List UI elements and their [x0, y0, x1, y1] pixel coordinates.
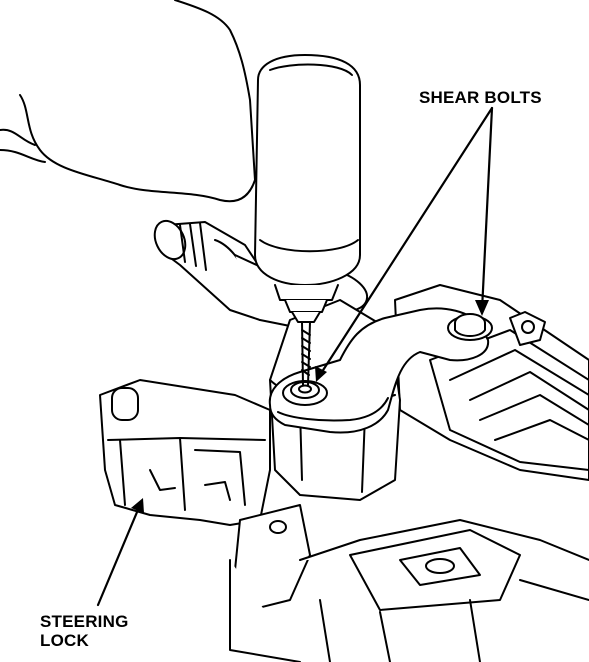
- leader-lines: [96, 106, 494, 607]
- steering-lock-label: STEERING LOCK: [40, 612, 129, 650]
- hand-drill-icon: [254, 54, 361, 323]
- clamp-bracket: [268, 307, 490, 434]
- shear-bolt-icon: [282, 380, 328, 406]
- drill-bit-icon: [301, 321, 311, 386]
- arrowheads: [131, 300, 489, 513]
- lower-mount: [229, 504, 589, 662]
- hand-icon: [0, 0, 256, 203]
- steering-lock-label-line2: LOCK: [40, 631, 89, 650]
- steering-lock-bracket: [99, 379, 271, 526]
- shear-bolt-icon: [447, 313, 493, 341]
- shear-bolts-label: SHEAR BOLTS: [419, 88, 542, 107]
- steering-lock-label-line1: STEERING: [40, 612, 129, 631]
